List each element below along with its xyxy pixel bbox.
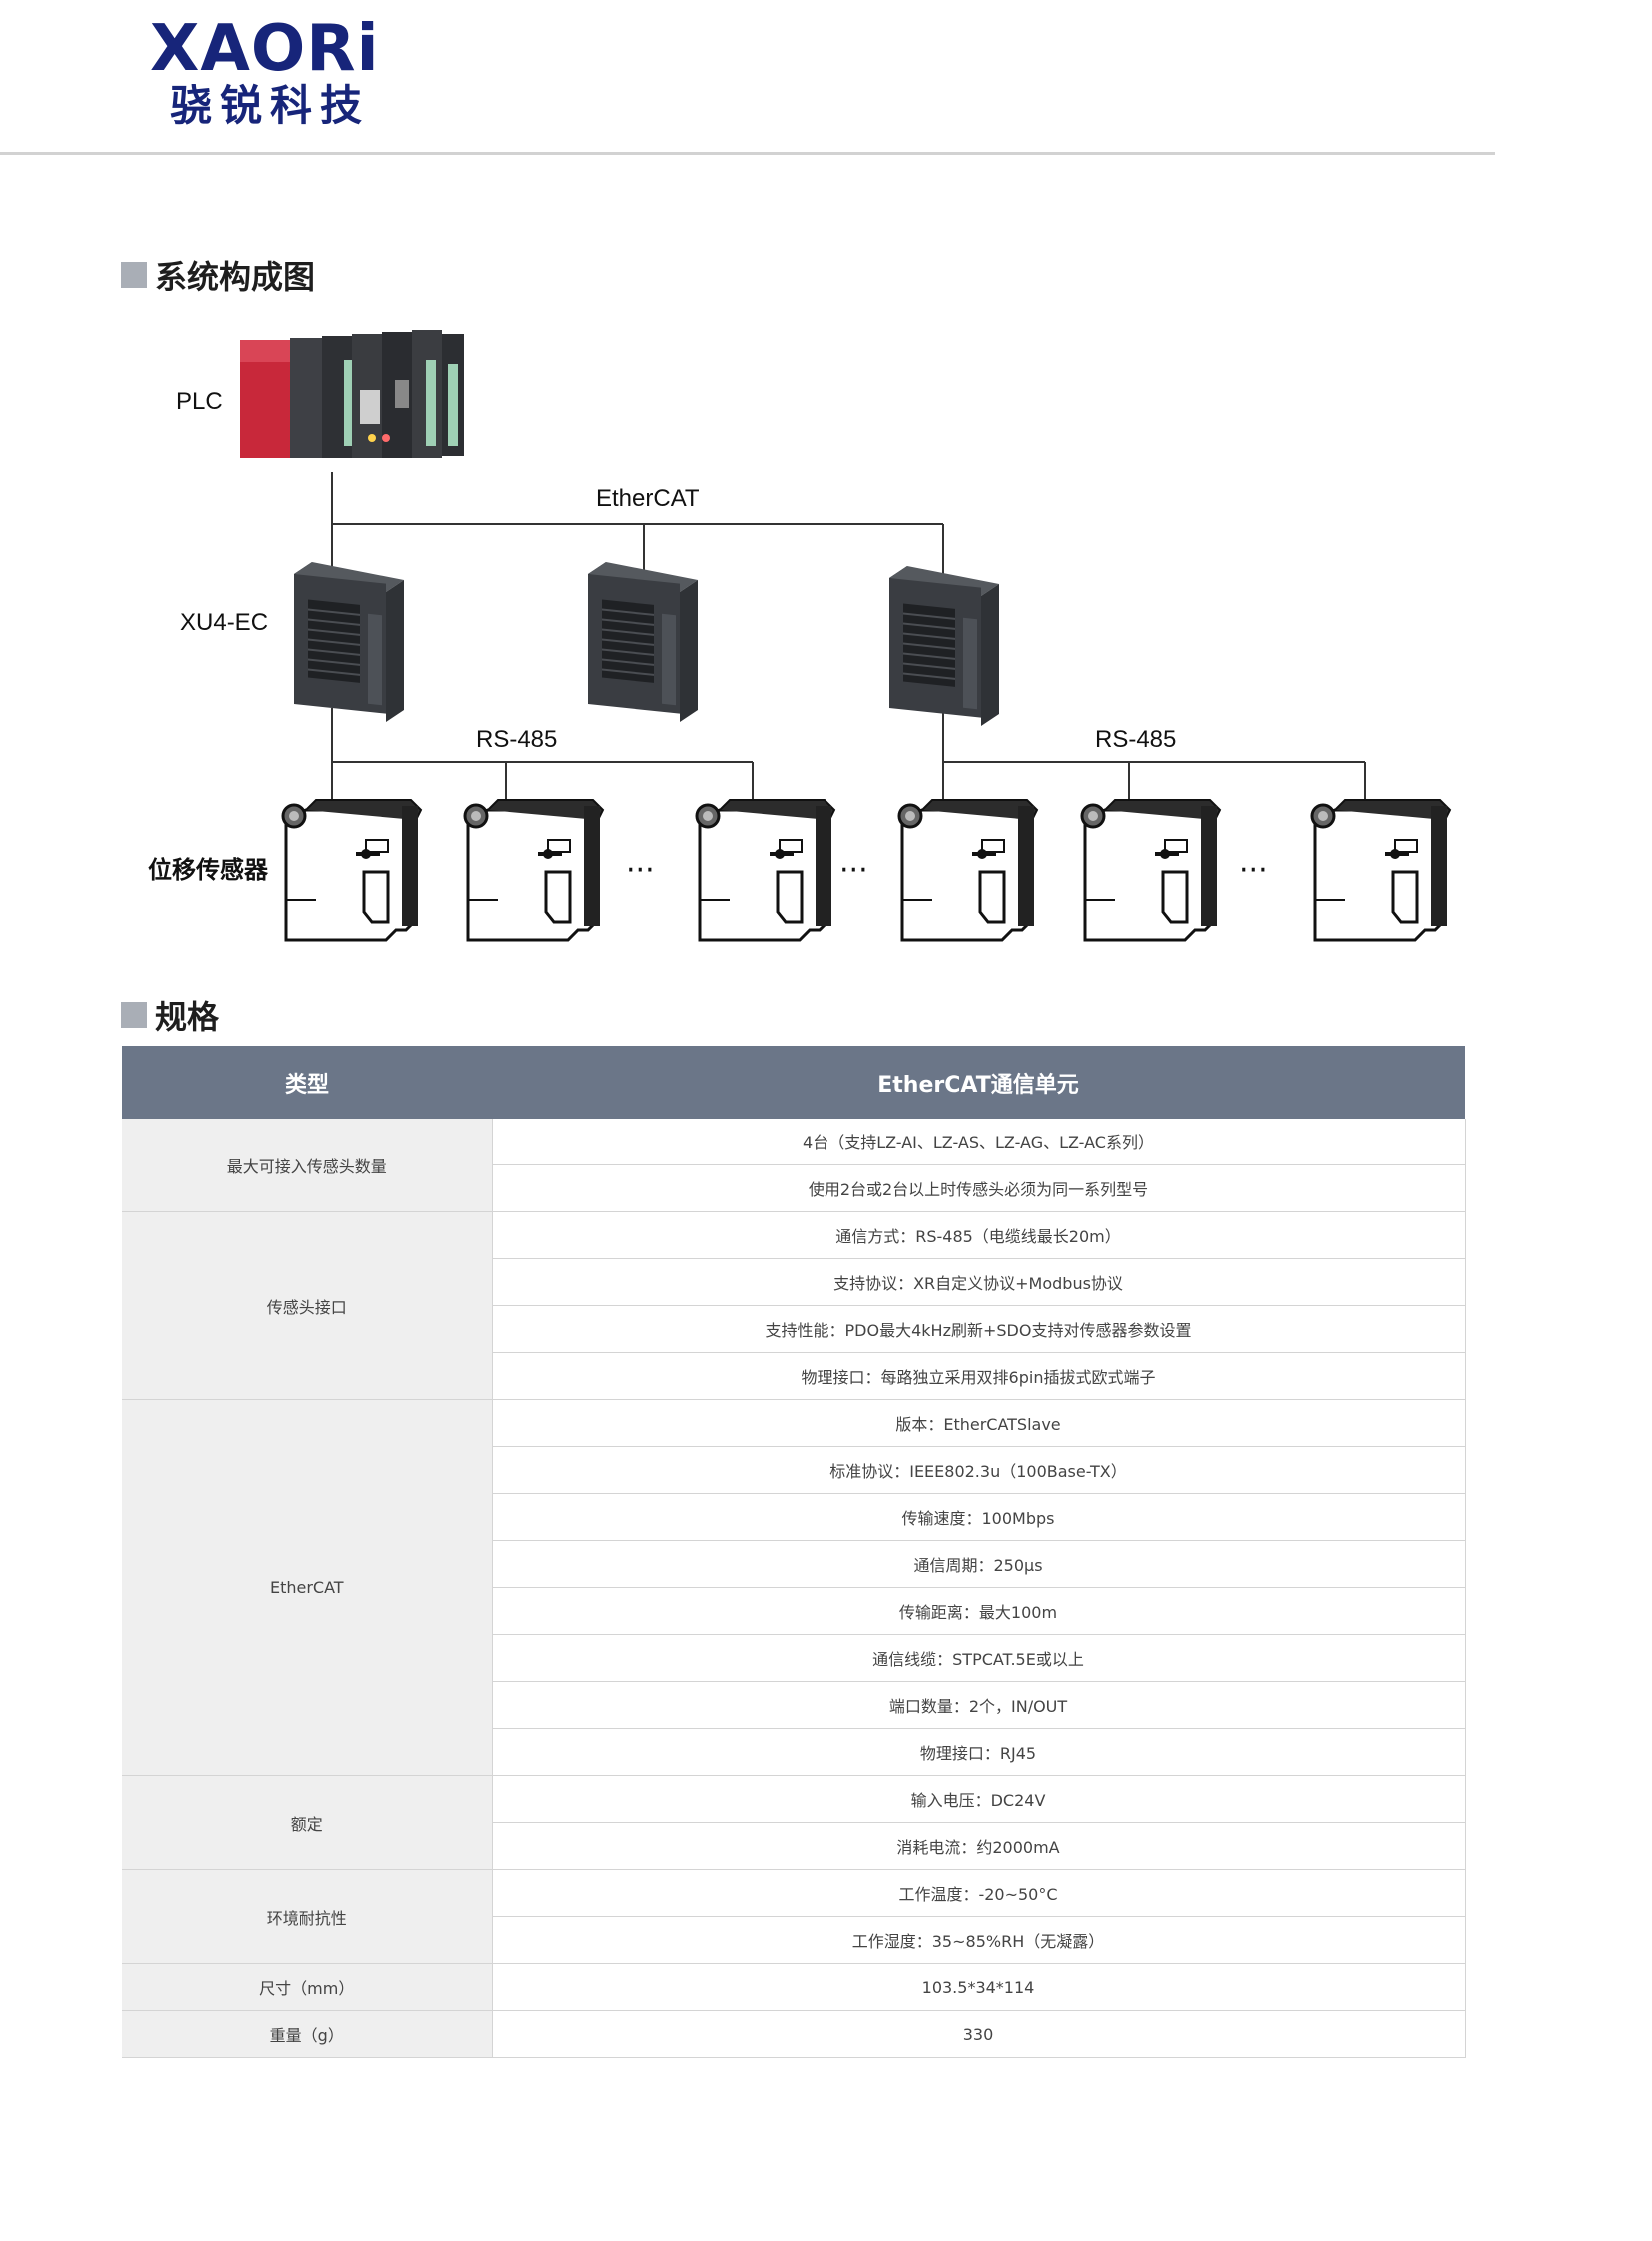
spec-value: 端口数量：2个，IN/OUT bbox=[492, 1681, 1466, 1729]
spec-value: 4台（支持LZ-AI、LZ-AS、LZ-AG、LZ-AC系列） bbox=[492, 1119, 1466, 1165]
sensor-2-icon bbox=[463, 798, 605, 942]
table-row: 传感头接口通信方式：RS-485（电缆线最长20m） bbox=[122, 1211, 1466, 1400]
spec-value: 工作湿度：35~85%RH（无凝露） bbox=[492, 1916, 1466, 1964]
rs485-right-label: RS-485 bbox=[1095, 726, 1176, 753]
sensor-5-icon bbox=[1080, 798, 1222, 942]
spec-category: 尺寸（mm） bbox=[122, 1963, 493, 2011]
plc-device-icon bbox=[240, 330, 464, 458]
plc-label: PLC bbox=[176, 388, 223, 415]
spec-category: 传感头接口 bbox=[122, 1211, 493, 1400]
spec-title: 规格 bbox=[155, 998, 220, 1036]
sensor-3-icon bbox=[695, 798, 836, 942]
table-row: 通信线缆：STPCAT.5E或以上 bbox=[122, 1634, 1466, 1682]
spec-value: 通信方式：RS-485（电缆线最长20m） bbox=[492, 1211, 1466, 1259]
table-row: 环境耐抗性工作温度：-20~50°C bbox=[122, 1869, 1466, 1964]
spec-category: EtherCAT bbox=[122, 1399, 493, 1776]
ellipsis-3: ··· bbox=[1239, 853, 1268, 888]
section-square-icon bbox=[121, 1002, 147, 1028]
spec-value: 标准协议：IEEE802.3u（100Base-TX） bbox=[492, 1446, 1466, 1494]
table-row: 端口数量：2个，IN/OUT bbox=[122, 1681, 1466, 1729]
spec-category: 最大可接入传感头数量 bbox=[122, 1119, 493, 1212]
spec-value: 传输距离：最大100m bbox=[492, 1587, 1466, 1635]
table-row: 工作湿度：35~85%RH（无凝露） bbox=[122, 1916, 1466, 1964]
table-row: 物理接口：RJ45 bbox=[122, 1728, 1466, 1776]
header-unit: EtherCAT通信单元 bbox=[492, 1046, 1465, 1119]
xu4-ec-label: XU4-EC bbox=[180, 609, 268, 636]
page-header: XAORi 骁锐科技 bbox=[0, 0, 1495, 155]
table-header-row: 类型 EtherCAT通信单元 bbox=[122, 1046, 1465, 1119]
sensor-label: 位移传感器 bbox=[148, 856, 269, 884]
company-logo: XAORi 骁锐科技 bbox=[150, 16, 410, 136]
spec-category: 环境耐抗性 bbox=[122, 1869, 493, 1964]
table-row: 物理接口：每路独立采用双排6pin插拔式欧式端子 bbox=[122, 1352, 1466, 1400]
system-diagram: PLC EtherCAT XU4-EC RS-485 RS-485 位移传感器 … bbox=[0, 320, 1652, 950]
spec-value: 330 bbox=[492, 2010, 1466, 2058]
spec-value: 工作温度：-20~50°C bbox=[492, 1869, 1466, 1917]
xu4-ec-unit-2-icon bbox=[587, 561, 699, 723]
spec-value: 物理接口：每路独立采用双排6pin插拔式欧式端子 bbox=[492, 1352, 1466, 1400]
logo-chinese: 骁锐科技 bbox=[170, 81, 371, 130]
table-row: 额定输入电压：DC24V bbox=[122, 1775, 1466, 1870]
table-row: 支持协议：XR自定义协议+Modbus协议 bbox=[122, 1258, 1466, 1306]
spec-value: 支持协议：XR自定义协议+Modbus协议 bbox=[492, 1258, 1466, 1306]
spec-value: 传输速度：100Mbps bbox=[492, 1493, 1466, 1541]
spec-value: 通信周期：250μs bbox=[492, 1540, 1466, 1588]
spec-value: 使用2台或2台以上时传感头必须为同一系列型号 bbox=[492, 1164, 1466, 1212]
table-row: 标准协议：IEEE802.3u（100Base-TX） bbox=[122, 1446, 1466, 1494]
ellipsis-1: ··· bbox=[626, 853, 655, 888]
table-row: 尺寸（mm）103.5*34*114 bbox=[122, 1963, 1466, 2011]
logo-english: XAORi bbox=[150, 12, 380, 86]
xu4-ec-unit-1-icon bbox=[293, 561, 405, 723]
table-row: 传输距离：最大100m bbox=[122, 1587, 1466, 1635]
table-row: 使用2台或2台以上时传感头必须为同一系列型号 bbox=[122, 1164, 1466, 1212]
spec-category: 额定 bbox=[122, 1775, 493, 1870]
table-row: 重量（g）330 bbox=[122, 2010, 1466, 2058]
connection-lines bbox=[331, 472, 1366, 800]
section-title-diagram: 系统构成图 bbox=[121, 252, 315, 298]
spec-category: 重量（g） bbox=[122, 2010, 493, 2058]
table-row: 支持性能：PDO最大4kHz刷新+SDO支持对传感器参数设置 bbox=[122, 1305, 1466, 1353]
sensor-1-icon bbox=[281, 798, 423, 942]
ellipsis-2: ··· bbox=[839, 853, 868, 888]
rs485-left-label: RS-485 bbox=[476, 726, 557, 753]
ethercat-label: EtherCAT bbox=[596, 485, 700, 512]
spec-value: 通信线缆：STPCAT.5E或以上 bbox=[492, 1634, 1466, 1682]
sensor-6-icon bbox=[1310, 798, 1452, 942]
xu4-ec-unit-3-icon bbox=[888, 565, 1000, 727]
spec-value: 支持性能：PDO最大4kHz刷新+SDO支持对传感器参数设置 bbox=[492, 1305, 1466, 1353]
table-row: 传输速度：100Mbps bbox=[122, 1493, 1466, 1541]
diagram-title: 系统构成图 bbox=[155, 258, 316, 296]
spec-value: 消耗电流：约2000mA bbox=[492, 1822, 1466, 1870]
section-title-spec: 规格 bbox=[121, 992, 219, 1038]
spec-value: 物理接口：RJ45 bbox=[492, 1728, 1466, 1776]
spec-value: 103.5*34*114 bbox=[492, 1963, 1466, 2011]
sensor-4-icon bbox=[897, 798, 1039, 942]
table-row: 通信周期：250μs bbox=[122, 1540, 1466, 1588]
table-row: 消耗电流：约2000mA bbox=[122, 1822, 1466, 1870]
diagram-svg: PLC EtherCAT XU4-EC RS-485 RS-485 位移传感器 … bbox=[148, 330, 1452, 942]
header-type: 类型 bbox=[122, 1046, 492, 1119]
section-square-icon bbox=[121, 262, 147, 288]
spec-value: 输入电压：DC24V bbox=[492, 1775, 1466, 1823]
spec-value: 版本：EtherCATSlave bbox=[492, 1399, 1466, 1447]
